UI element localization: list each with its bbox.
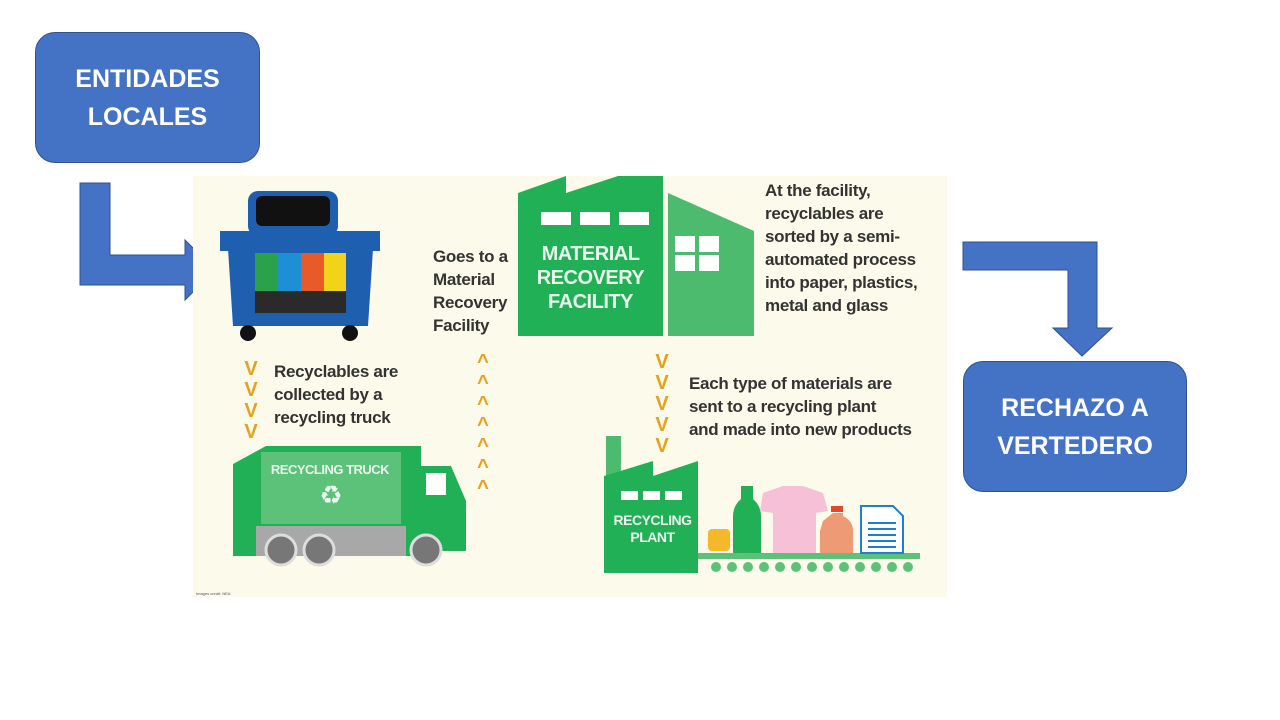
step1-text: Recyclables are collected by a recycling… xyxy=(274,362,399,427)
up-chevrons: ^ ^ ^ ^ ^ ^ ^ xyxy=(477,351,489,499)
step3-text: At the facility, recyclables are sorted … xyxy=(765,181,918,315)
recycling-plant-icon xyxy=(604,436,920,573)
recycling-bin-icon xyxy=(220,191,380,341)
mrf-label: MATERIAL RECOVERY FACILITY xyxy=(536,243,645,313)
rechazo-vertedero-box: RECHAZO A VERTEDERO xyxy=(963,361,1187,492)
truck-label: RECYCLING TRUCK xyxy=(270,462,390,477)
recycling-infographic: V V V V Recyclables are collected by a r… xyxy=(193,176,947,597)
recycling-truck-icon: ♻ xyxy=(233,446,466,567)
entidades-locales-box: ENTIDADES LOCALES xyxy=(35,32,260,163)
down-chevrons-2: V V V V V xyxy=(655,351,669,457)
step4-text: Each type of materials are sent to a rec… xyxy=(689,374,912,439)
material-recovery-facility-icon xyxy=(518,176,754,336)
plant-label: RECYCLING PLANT xyxy=(613,512,692,545)
down-chevrons: V V V V xyxy=(244,358,258,443)
step2-text: Goes to a Material Recovery Facility xyxy=(433,247,508,335)
image-credit: Images credit: NEA xyxy=(196,591,231,596)
svg-text:♻: ♻ xyxy=(319,480,342,510)
